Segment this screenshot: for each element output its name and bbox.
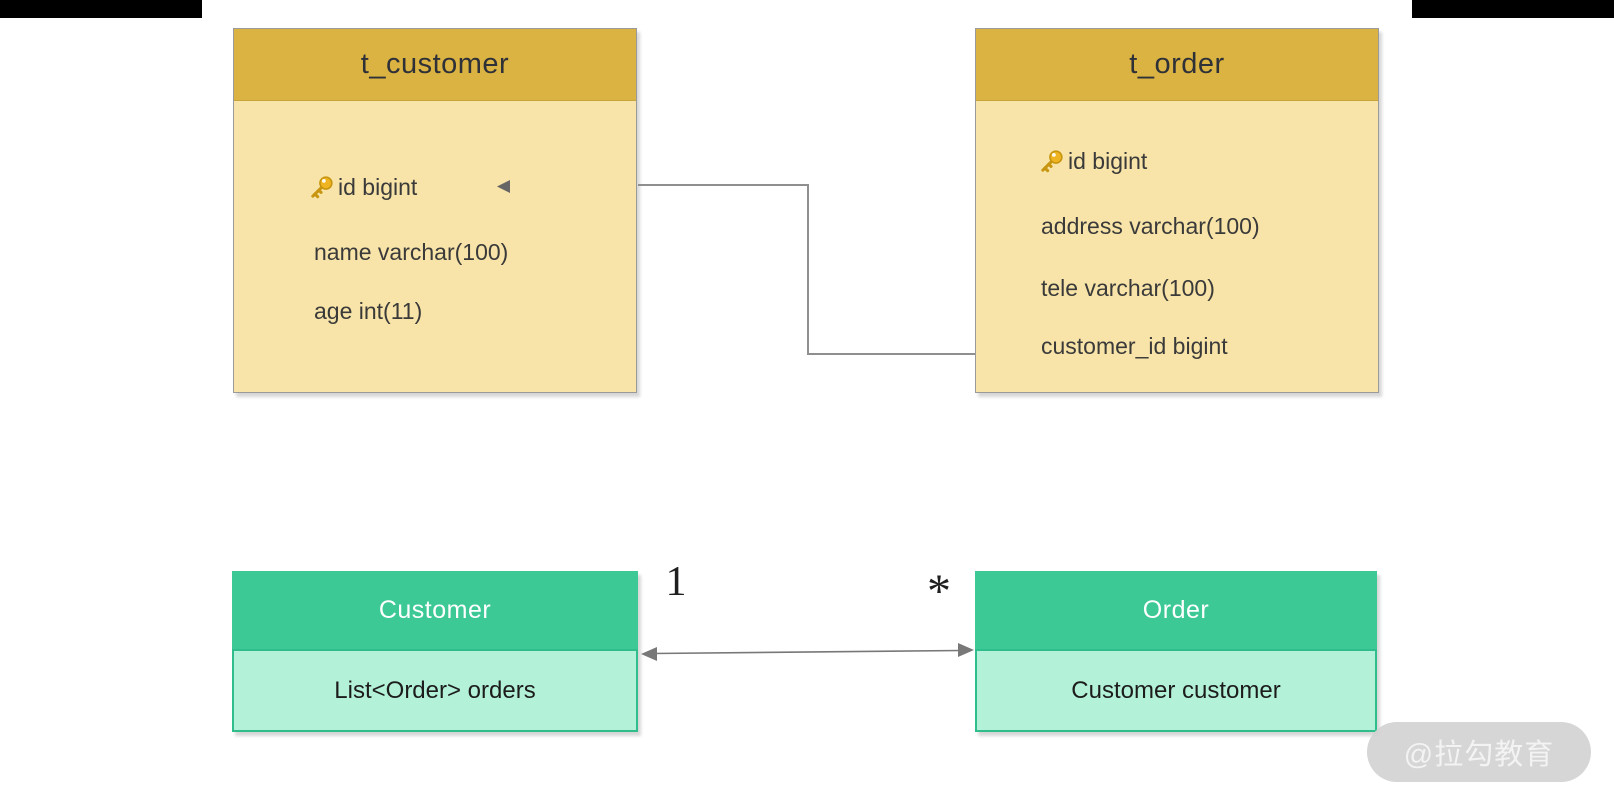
er-field-row: id bigint	[1038, 145, 1147, 177]
er-field-row: id bigint	[308, 171, 417, 203]
uml-class-member: Customer customer	[975, 649, 1377, 732]
multiplicity-many-label: *	[927, 565, 951, 618]
uml-class-order: Order Customer customer	[975, 571, 1377, 732]
er-field-row: customer_id bigint	[1041, 330, 1228, 362]
er-field-row: address varchar(100)	[1041, 210, 1260, 242]
watermark-text: @拉勾教育	[1403, 739, 1555, 771]
uml-class-title: Order	[975, 571, 1377, 649]
er-field-row: tele varchar(100)	[1041, 272, 1215, 304]
er-field-row: name varchar(100)	[314, 236, 508, 268]
watermark-badge: @拉勾教育	[1367, 722, 1591, 782]
er-table-t-order: t_order id bigint address varchar(100) t…	[975, 28, 1379, 393]
er-table-title: t_order	[976, 29, 1378, 101]
er-relationship-connector	[638, 184, 975, 355]
er-field-label: tele varchar(100)	[1041, 274, 1215, 301]
uml-class-customer: Customer List<Order> orders	[232, 571, 638, 732]
primary-key-icon	[308, 174, 335, 201]
er-field-label: id bigint	[1068, 147, 1148, 174]
uml-class-title: Customer	[232, 571, 638, 649]
top-left-black-bar	[0, 0, 202, 18]
er-field-row: age int(11)	[314, 295, 422, 327]
primary-key-icon	[1038, 148, 1065, 175]
multiplicity-one-label: 1	[665, 559, 687, 605]
uml-class-member: List<Order> orders	[232, 649, 638, 732]
association-line	[652, 649, 962, 655]
er-field-label: name varchar(100)	[314, 238, 509, 265]
er-field-label: address varchar(100)	[1041, 212, 1260, 239]
association-arrowhead-left-icon	[641, 647, 657, 661]
association-arrowhead-right-icon	[958, 643, 974, 657]
er-field-label: id bigint	[338, 173, 418, 200]
er-table-title: t_customer	[234, 29, 636, 101]
er-field-label: age int(11)	[314, 297, 423, 324]
top-right-black-bar	[1412, 0, 1614, 18]
er-table-t-customer: t_customer id bigint name varchar(100) a…	[233, 28, 637, 393]
er-field-label: customer_id bigint	[1041, 332, 1228, 359]
